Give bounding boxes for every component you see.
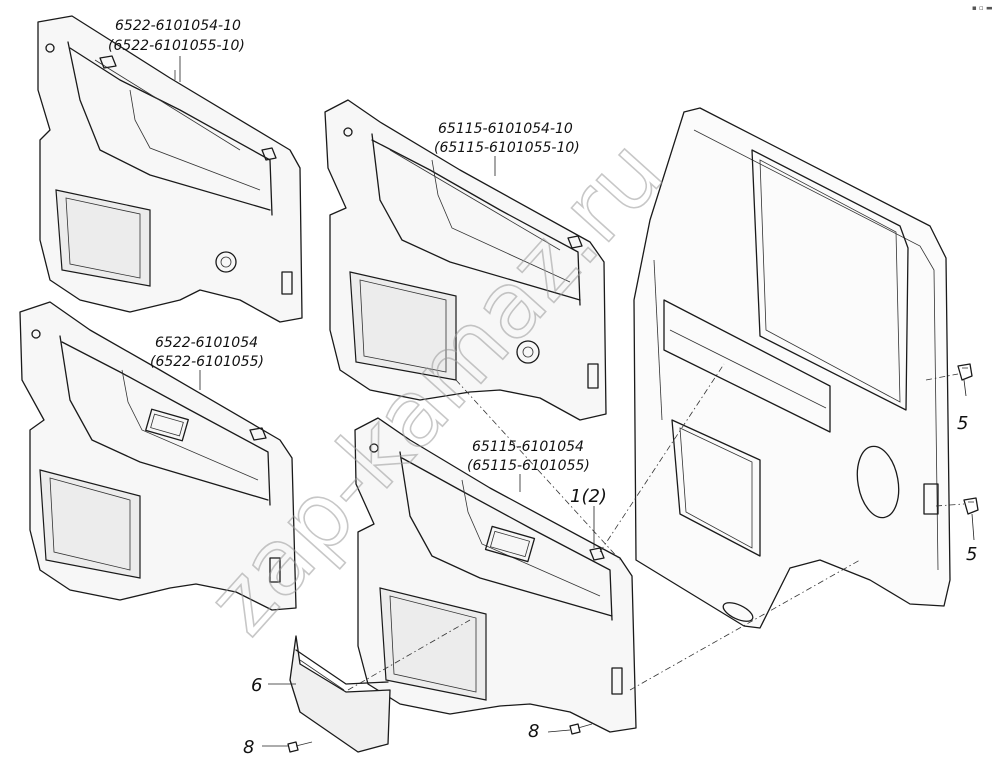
label-panel-top-mid-a: 65115-6101054-10 — [438, 121, 573, 137]
screw-left — [287, 741, 313, 753]
door-panel-bottom-left — [19, 301, 297, 611]
screw-right — [569, 723, 593, 735]
label-panel-bot-left-b: (6522-6101055) — [150, 354, 264, 370]
door-shell — [633, 107, 951, 629]
label-item-5-lower: 5 — [966, 544, 977, 565]
label-item-8-right: 8 — [528, 721, 539, 742]
label-panel-top-mid-b: (65115-6101055-10) — [434, 140, 580, 156]
label-item-5-upper: 5 — [957, 413, 968, 434]
door-panel-top-left — [37, 15, 303, 323]
label-item-8-left: 8 — [243, 737, 254, 758]
label-item-1: 1(2) — [570, 486, 607, 507]
label-item-6: 6 — [251, 675, 262, 696]
label-panel-bot-left-a: 6522-6101054 — [155, 335, 258, 351]
pocket-insert — [289, 635, 391, 753]
assembly-lines — [347, 363, 965, 691]
label-panel-bot-mid-a: 65115-6101054 — [472, 439, 584, 455]
label-panel-top-left-a: 6522-6101054-10 — [115, 18, 241, 34]
corner-mark: ▪ ▫ ▬ — [972, 4, 993, 12]
label-panel-top-left-b: (6522-6101055-10) — [108, 38, 245, 54]
door-panel-bottom-middle — [354, 417, 637, 733]
door-panel-top-middle — [324, 99, 607, 421]
leader-lines — [179, 56, 975, 747]
clip-upper — [957, 363, 973, 381]
clip-lower — [963, 497, 979, 515]
label-panel-bot-mid-b: (65115-6101055) — [467, 458, 590, 474]
